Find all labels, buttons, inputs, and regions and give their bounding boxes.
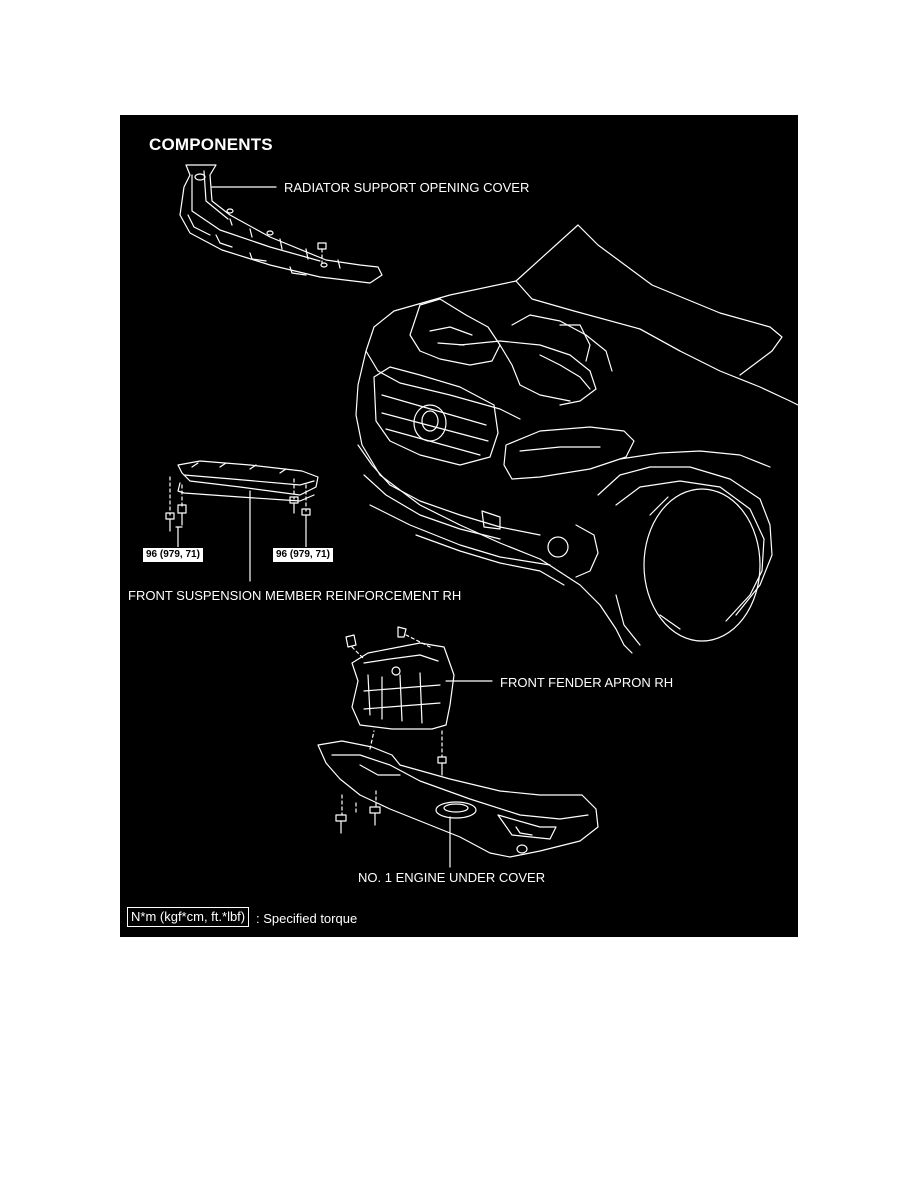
torque-spec-right: 96 (979, 71) bbox=[272, 547, 334, 563]
engine-under-cover-drawing bbox=[317, 730, 599, 868]
diagram-illustration bbox=[165, 164, 798, 868]
radiator-support-cover-drawing bbox=[179, 164, 383, 284]
vehicle-front-drawing bbox=[355, 224, 798, 654]
diagram-title: COMPONENTS bbox=[149, 135, 273, 154]
front-fender-apron-drawing bbox=[345, 626, 493, 776]
label-front-fender-apron: FRONT FENDER APRON RH bbox=[500, 675, 674, 690]
front-suspension-reinforcement-drawing bbox=[165, 460, 319, 582]
label-engine-under-cover: NO. 1 ENGINE UNDER COVER bbox=[358, 870, 546, 885]
legend-unit-box: N*m (kgf*cm, ft.*lbf) bbox=[127, 907, 250, 927]
components-diagram: COMPONENTS RADIATOR SUPPORT OPENING COVE… bbox=[120, 115, 798, 937]
legend-description: : Specified torque bbox=[256, 911, 358, 926]
label-front-suspension-member-reinforcement: FRONT SUSPENSION MEMBER REINFORCEMENT RH bbox=[128, 588, 462, 603]
torque-spec-left: 96 (979, 71) bbox=[142, 547, 204, 563]
label-radiator-support-opening-cover: RADIATOR SUPPORT OPENING COVER bbox=[284, 180, 530, 195]
